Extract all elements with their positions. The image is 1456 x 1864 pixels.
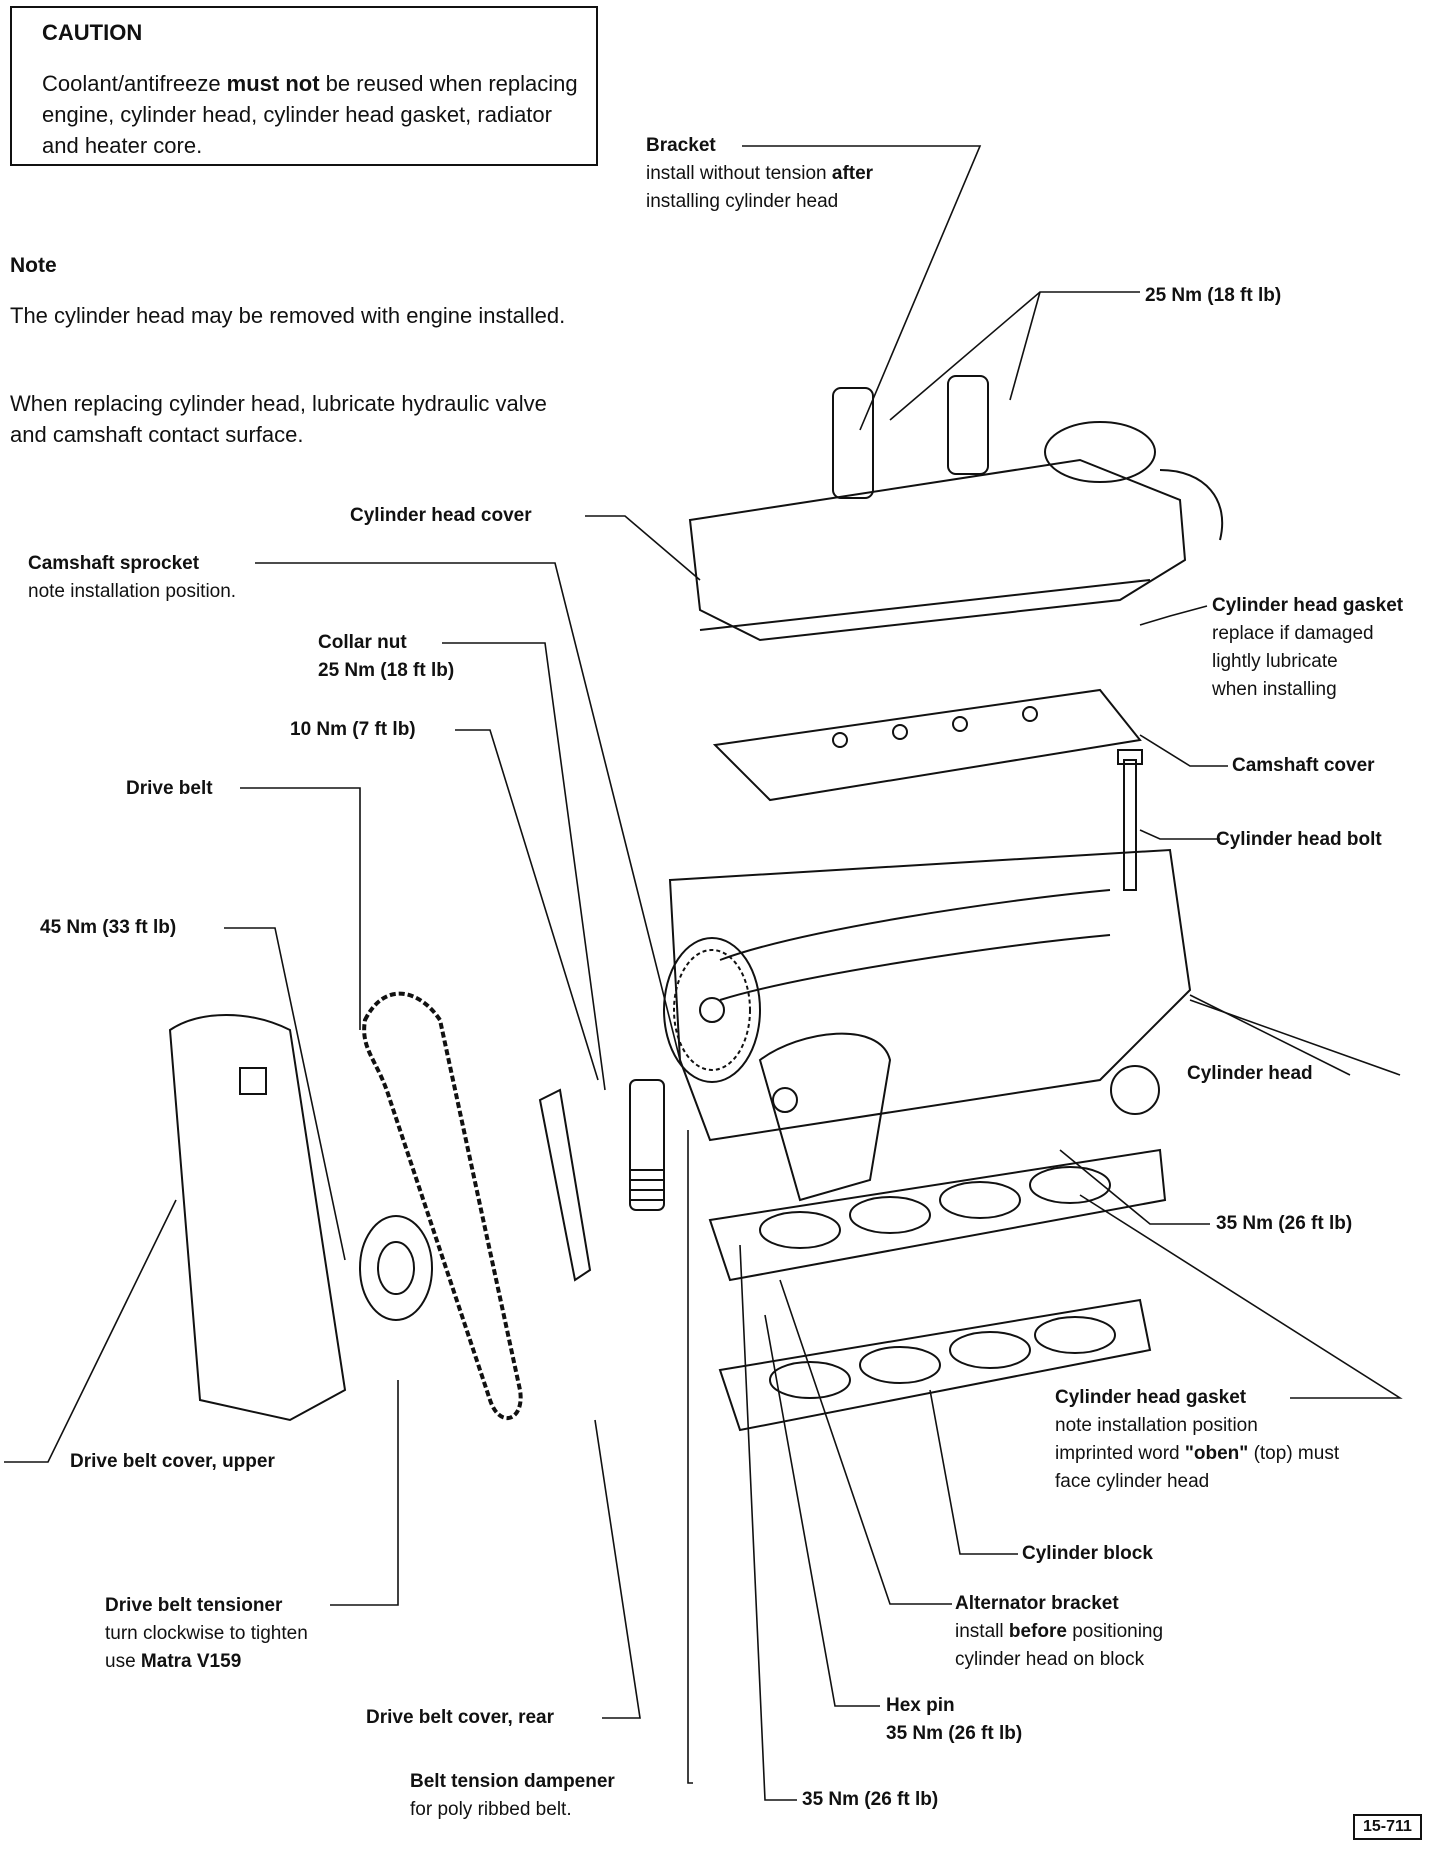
label-cylinder-head-cover: Cylinder head cover — [350, 505, 532, 526]
note-paragraph-2: When replacing cylinder head, lubricate … — [10, 391, 547, 447]
label-torque-45: 45 Nm (33 ft lb) — [40, 917, 177, 938]
collar-nut-torque: 25 Nm (18 ft lb) — [318, 660, 455, 681]
cylinder-head-gasket-bottom-line2a: imprinted word — [1055, 1443, 1185, 1464]
cylinder-head-gasket-top-title: Cylinder head gasket — [1212, 595, 1404, 616]
drive-belt-tensioner — [359, 1215, 433, 1321]
cylinder-head-gasket-top-line1: replace if damaged — [1212, 623, 1374, 644]
cylinder-head-gasket-top-line3: when installing — [1212, 679, 1337, 700]
drive-belt-cover-upper — [168, 1014, 347, 1422]
cylinder-head-gasket-top-line2: lightly lubricate — [1212, 651, 1338, 672]
camshaft-sprocket — [663, 937, 761, 1083]
label-cylinder-head-gasket-top: Cylinder head gasket replace if damaged … — [1212, 592, 1403, 704]
bracket-title: Bracket — [646, 135, 716, 156]
camshaft-cover — [712, 688, 1142, 802]
cylinder-head-gasket-bottom-title: Cylinder head gasket — [1055, 1387, 1247, 1408]
bracket-line1-bold: after — [831, 163, 874, 184]
label-torque-10: 10 Nm (7 ft lb) — [290, 719, 416, 740]
label-torque-35-right: 35 Nm (26 ft lb) — [1216, 1213, 1353, 1234]
label-drive-belt-cover-rear: Drive belt cover, rear — [366, 1707, 554, 1728]
belt-tension-dampener — [629, 1079, 665, 1211]
label-belt-tension-dampener: Belt tension dampener for poly ribbed be… — [410, 1768, 615, 1824]
label-bracket: Bracket install without tension after in… — [646, 132, 873, 216]
note-title: Note — [10, 254, 57, 277]
leader-lines — [4, 145, 1403, 1801]
hex-pin-torque: 35 Nm (26 ft lb) — [886, 1723, 1023, 1744]
alternator-bracket-line1a: install — [955, 1621, 1009, 1642]
cylinder-head-gasket-bottom-oben: "oben" — [1184, 1443, 1249, 1464]
cylinder-head-gasket-bottom-line1: note installation position — [1055, 1415, 1258, 1436]
bracket-line2: installing cylinder head — [646, 191, 839, 212]
alternator-bracket-title: Alternator bracket — [955, 1593, 1119, 1614]
caution-text-b: be reused when replacing engine, cylinde… — [42, 71, 578, 158]
alternator-bracket — [758, 1032, 892, 1202]
alternator-bracket-line2: cylinder head on block — [955, 1649, 1145, 1670]
bracket-parts — [832, 375, 989, 499]
collar-nut-title: Collar nut — [318, 632, 407, 653]
drive-belt-cover-rear — [538, 1088, 592, 1282]
caution-title: CAUTION — [42, 20, 143, 45]
bracket-line1: install without tension — [646, 163, 832, 184]
drive-belt-tensioner-line2a: use — [105, 1651, 141, 1672]
label-torque-35-bottom: 35 Nm (26 ft lb) — [802, 1789, 939, 1810]
label-drive-belt-tensioner: Drive belt tensioner turn clockwise to t… — [105, 1592, 308, 1676]
page-number: 15-711 — [1353, 1814, 1422, 1840]
label-collar-nut: Collar nut 25 Nm (18 ft lb) — [318, 629, 454, 685]
hex-pin-title: Hex pin — [886, 1695, 955, 1716]
label-camshaft-cover: Camshaft cover — [1232, 755, 1375, 776]
cylinder-head-cover — [688, 421, 1224, 642]
belt-tension-dampener-note: for poly ribbed belt. — [410, 1799, 572, 1820]
label-drive-belt: Drive belt — [126, 778, 213, 799]
label-cylinder-head: Cylinder head — [1187, 1063, 1313, 1084]
label-camshaft-sprocket: Camshaft sprocket note installation posi… — [28, 550, 236, 606]
alternator-bracket-before: before — [1008, 1621, 1067, 1642]
label-cylinder-block: Cylinder block — [1022, 1543, 1153, 1564]
cylinder-head-gasket-upper — [708, 1148, 1167, 1282]
caution-text-a: Coolant/antifreeze — [42, 71, 227, 96]
caution-box: CAUTION Coolant/antifreeze must not be r… — [10, 6, 598, 166]
cylinder-block-gasket — [718, 1298, 1152, 1432]
label-cylinder-head-bolt: Cylinder head bolt — [1216, 829, 1382, 850]
label-torque-25-top: 25 Nm (18 ft lb) — [1145, 285, 1282, 306]
label-hex-pin: Hex pin 35 Nm (26 ft lb) — [886, 1692, 1022, 1748]
cylinder-head-bolt — [1117, 749, 1143, 891]
drive-belt-tensioner-title: Drive belt tensioner — [105, 1595, 283, 1616]
alternator-bracket-line1c: positioning — [1066, 1621, 1164, 1642]
camshaft-sprocket-note: note installation position. — [28, 581, 237, 602]
label-cylinder-head-gasket-bottom: Cylinder head gasket note installation p… — [1055, 1384, 1339, 1496]
camshaft-sprocket-title: Camshaft sprocket — [28, 553, 200, 574]
caution-text: Coolant/antifreeze must not be reused wh… — [42, 68, 587, 161]
drive-belt-tensioner-tool: Matra V159 — [140, 1651, 242, 1672]
note-paragraph-1: The cylinder head may be removed with en… — [10, 303, 566, 328]
drive-belt — [362, 991, 523, 1421]
label-alternator-bracket: Alternator bracket install before positi… — [955, 1590, 1163, 1674]
belt-tension-dampener-title: Belt tension dampener — [410, 1771, 615, 1792]
caution-text-bold: must not — [226, 71, 320, 96]
label-drive-belt-cover-upper: Drive belt cover, upper — [70, 1451, 275, 1472]
drive-belt-tensioner-line1: turn clockwise to tighten — [105, 1623, 308, 1644]
cylinder-head-gasket-bottom-line2c: (top) must — [1248, 1443, 1340, 1464]
cylinder-head-gasket-bottom-line3: face cylinder head — [1055, 1471, 1210, 1492]
